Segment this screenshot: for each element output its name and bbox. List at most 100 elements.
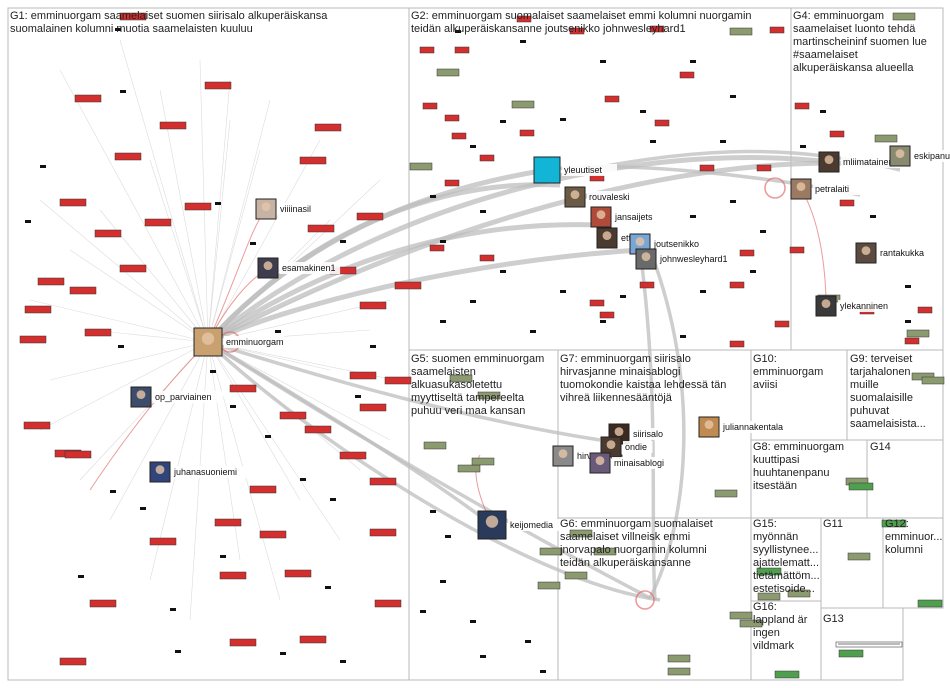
minor-node-olive-9 [478, 392, 500, 399]
dot-11 [355, 395, 361, 398]
minor-node-g2-15 [730, 282, 744, 288]
avatar-face-op_parviainen [137, 390, 146, 399]
dot-30 [730, 95, 736, 98]
minor-node-olive-14 [565, 572, 587, 579]
minor-node-olive-4 [410, 163, 432, 170]
dot-4 [215, 202, 221, 205]
minor-node-g1-11 [70, 287, 96, 294]
dot-19 [78, 575, 84, 578]
minor-node-g2-11 [700, 165, 714, 171]
minor-node-olive-2 [512, 101, 534, 108]
dot-10 [210, 370, 216, 373]
edge-hub-15 [190, 342, 208, 620]
minor-node-g2-5 [680, 72, 694, 78]
minor-node-g1-10 [38, 278, 64, 285]
avatar-face-joutsenikko [636, 237, 645, 246]
edge-hub-10 [50, 342, 208, 380]
minor-node-olive-16 [570, 530, 592, 537]
edge-bundle-5 [208, 163, 880, 342]
minor-node-g2-10 [520, 130, 534, 136]
dot-13 [265, 435, 271, 438]
minor-node-g1-37 [220, 572, 246, 579]
minor-node-g1-17 [357, 213, 383, 220]
label-esamakinen1: esamakinen1 [282, 263, 336, 273]
minor-node-g1-8 [95, 230, 121, 237]
major-nodes: emminuorgamviiiinasilesamakinen1op_parvi… [131, 146, 950, 539]
minor-node-g1-13 [20, 336, 46, 343]
dot-42 [440, 240, 446, 243]
minor-node-g1-40 [230, 639, 256, 646]
edge-hub-29 [208, 80, 230, 342]
group-box-3 [791, 8, 943, 350]
dot-8 [118, 345, 124, 348]
dot-16 [140, 507, 146, 510]
group-box-7 [847, 350, 943, 440]
minor-node-g2-3 [570, 28, 584, 34]
minor-node-green-3 [757, 568, 781, 575]
dot-40 [730, 200, 736, 203]
label-op_parviainen: op_parviainen [155, 392, 212, 402]
avatar-face-hirvasjanne [559, 449, 568, 458]
label-jansaijets: jansaijets [614, 212, 653, 222]
minor-node-olive-3 [730, 28, 752, 35]
dot-20 [325, 586, 331, 589]
dot-38 [480, 210, 486, 213]
dot-34 [650, 140, 656, 143]
dot-0 [115, 28, 121, 31]
node-eskipanula: eskipanula [890, 146, 950, 166]
node-juliannakentala: juliannakentala [699, 417, 802, 437]
label-ylekanninen: ylekanninen [840, 301, 888, 311]
dot-45 [620, 295, 626, 298]
label-emminuorgam: emminuorgam [226, 337, 284, 347]
minor-node-g2-7 [605, 96, 619, 102]
minor-node-g1-33 [150, 538, 176, 545]
minor-node-g1-29 [370, 478, 396, 485]
avatar-face-keijomedia [486, 515, 498, 527]
g13-bar-1 [836, 642, 902, 647]
minor-node-g1-25 [280, 412, 306, 419]
avatar-face-minaisablogi [596, 456, 605, 465]
minor-node-g2-30 [423, 103, 437, 109]
minor-node-g2-12 [445, 180, 459, 186]
dot-65 [540, 670, 546, 673]
label-rouvaleski: rouvaleski [589, 192, 630, 202]
yle-logo-icon [534, 157, 560, 183]
minor-node-g2-4 [650, 26, 664, 32]
dot-29 [690, 60, 696, 63]
avatar-face-ondie [607, 440, 616, 449]
dot-44 [560, 290, 566, 293]
minor-node-g1-1 [205, 82, 231, 89]
dot-43 [500, 270, 506, 273]
minor-node-olive-28 [758, 593, 780, 600]
dot-64 [480, 655, 486, 658]
dot-39 [690, 215, 696, 218]
minor-node-g1-41 [300, 636, 326, 643]
avatar-face-eskipanula [896, 149, 905, 158]
dot-21 [170, 608, 176, 611]
minor-node-g2-21 [830, 131, 844, 137]
minor-node-g1-27 [230, 385, 256, 392]
minor-node-olive-15 [540, 548, 562, 555]
minor-node-olive-18 [730, 612, 752, 619]
dot-2 [40, 165, 46, 168]
minor-node-olive-27 [788, 590, 810, 597]
minor-node-olive-5 [875, 135, 897, 142]
dot-6 [340, 240, 346, 243]
minor-node-g2-26 [775, 321, 789, 327]
group-box-11 [751, 518, 821, 601]
dot-14 [300, 478, 306, 481]
minor-node-g2-33 [600, 312, 614, 318]
minor-node-olive-26 [922, 377, 944, 384]
minor-node-g1-44 [375, 600, 401, 607]
label-mliimatainen: mliimatainen [843, 157, 894, 167]
edge-hub-7 [70, 250, 208, 342]
dot-31 [500, 120, 506, 123]
minor-node-g1-20 [360, 302, 386, 309]
dot-51 [680, 335, 686, 338]
minor-node-g2-0 [420, 47, 434, 53]
minor-node-olive-11 [458, 465, 480, 472]
minor-node-g1-31 [215, 519, 241, 526]
dot-36 [720, 140, 726, 143]
dot-60 [440, 580, 446, 583]
